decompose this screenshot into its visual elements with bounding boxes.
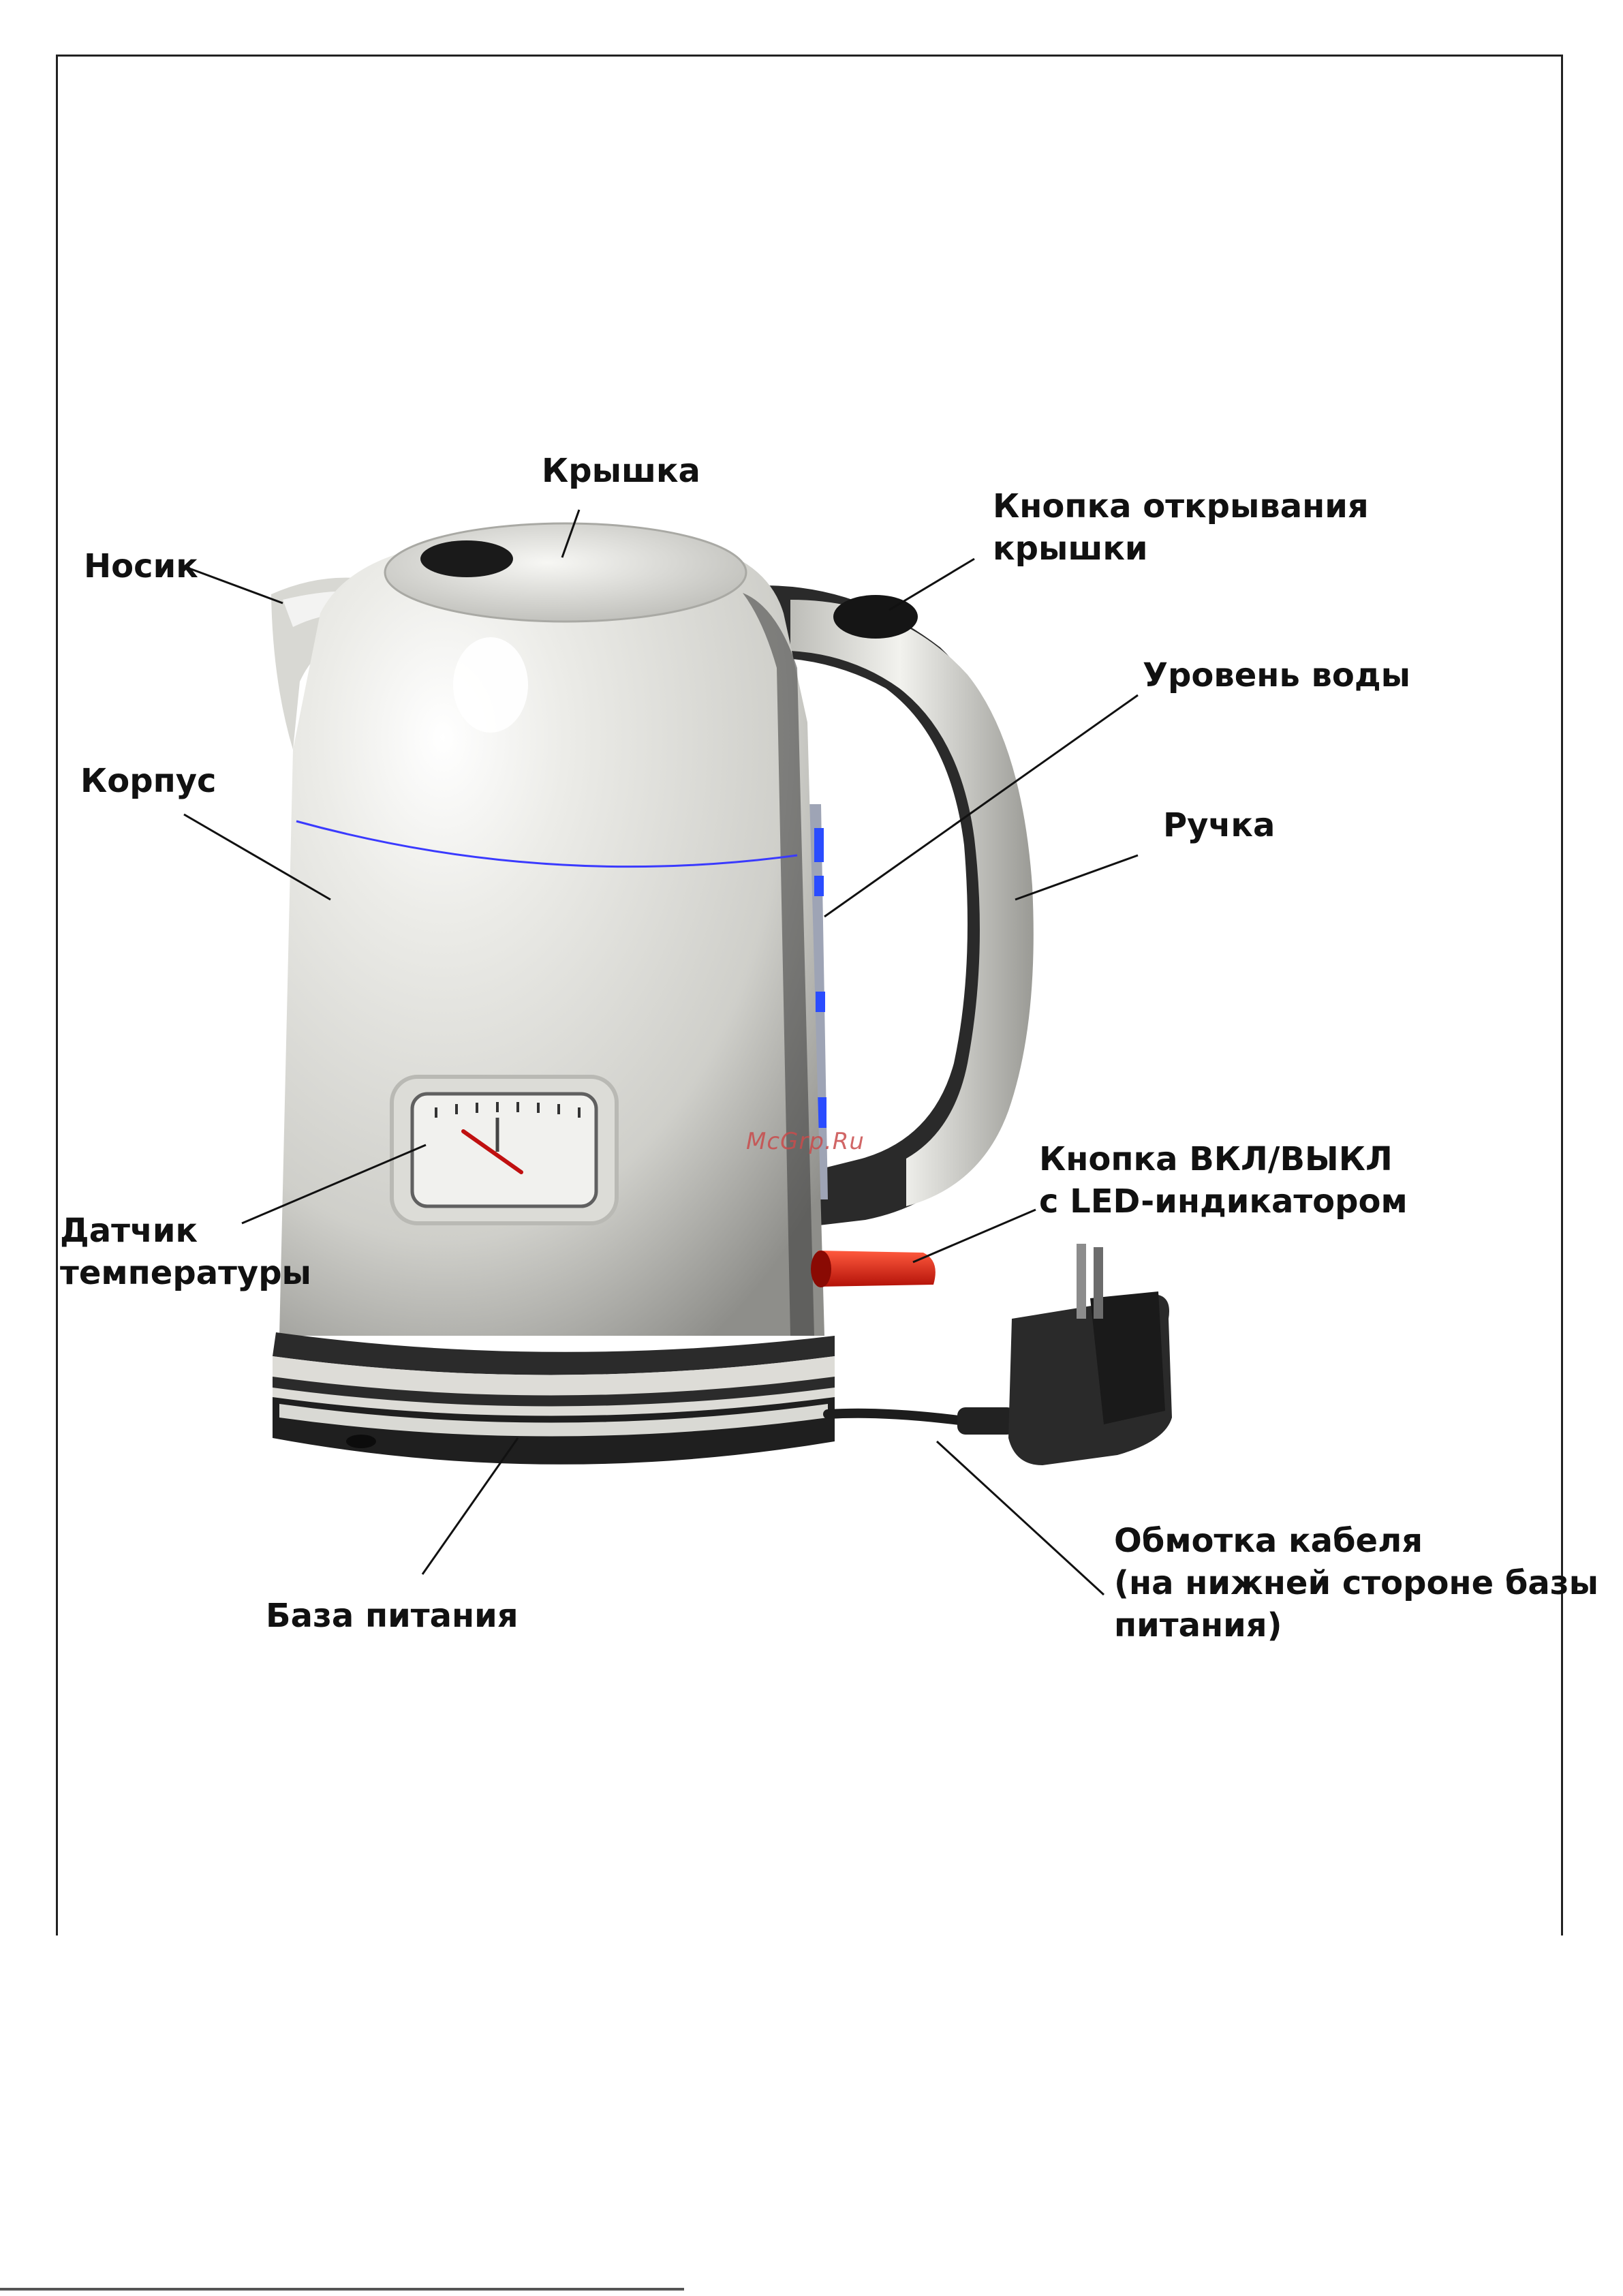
watermark: McGrp.Ru <box>746 1128 865 1155</box>
label-temp-sensor: Датчик температуры <box>60 1210 311 1294</box>
label-power-button: Кнопка ВКЛ/ВЫКЛ с LED-индикатором <box>1039 1138 1408 1223</box>
lid-knob <box>420 540 513 577</box>
handle-light <box>790 600 1034 1206</box>
cable-strain-relief <box>957 1407 1015 1435</box>
label-spout: Носик <box>84 545 198 587</box>
label-lid-button: Кнопка открывания крышки <box>993 485 1369 570</box>
temperature-dial <box>412 1094 596 1206</box>
label-handle: Ручка <box>1163 804 1275 846</box>
label-body: Корпус <box>80 760 216 802</box>
plug-pin <box>1094 1247 1103 1319</box>
water-level-led <box>814 828 824 862</box>
label-cable-wrap: Обмотка кабеля (на нижней стороне базы п… <box>1114 1520 1598 1647</box>
power-button <box>818 1251 936 1287</box>
label-power-base: База питания <box>266 1595 519 1637</box>
plug-pin <box>1077 1244 1086 1319</box>
water-level-led <box>816 992 825 1012</box>
water-level-led <box>814 876 824 896</box>
power-cable <box>828 1413 964 1421</box>
label-water-level: Уровень воды <box>1143 654 1410 697</box>
label-lid: Крышка <box>542 450 700 492</box>
